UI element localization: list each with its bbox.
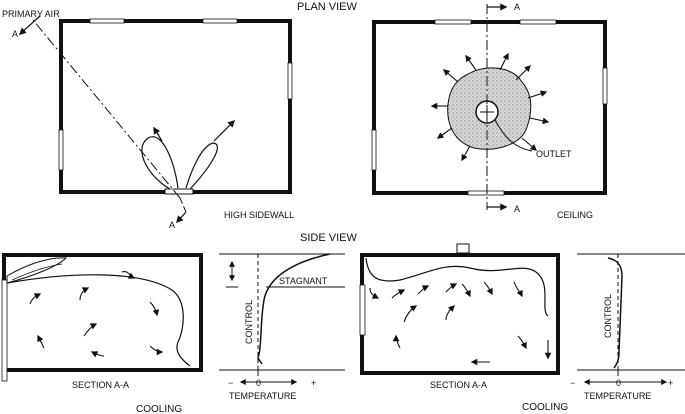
window [467,190,505,196]
control-label: CONTROL [244,300,254,344]
section-ceiling: SECTION A-A COOLING [359,243,568,413]
axis-minus: − [228,378,233,388]
sidewall-outlet [164,188,194,195]
radial-arrow [529,117,550,125]
circulation-arrow [149,301,160,317]
air-jet-right [185,142,219,190]
circulation-arrow [29,293,42,305]
section-aa-label: SECTION A-A [430,380,487,390]
circulation-arrow [417,285,430,295]
section-marker-a: A [12,29,18,39]
window [602,67,608,105]
circulation-arrows [369,281,552,366]
temperature-profile-sidewall: STAGNANT CONTROL − 0 + TEMPERATURE [219,253,345,401]
section-line [32,19,181,199]
circulation-arrow [391,289,406,299]
radial-arrows [430,52,550,162]
cooling-label: COOLING [522,402,568,413]
circulation-arrow [37,334,45,349]
stagnant-label: STAGNANT [279,276,328,286]
jet-arrow [153,126,163,142]
section-arrow [176,211,187,224]
plan-view-title: PLAN VIEW [297,1,358,13]
circulation-arrows [29,271,164,358]
radial-arrow [515,65,531,81]
control-label: CONTROL [603,294,613,338]
radial-arrow [527,90,548,99]
window [434,19,472,25]
radial-arrow [465,54,477,71]
circulation-arrow [513,281,523,298]
temperature-curve [257,253,331,365]
radial-arrow [461,145,471,162]
axis-minus: − [570,378,575,388]
section-high-sidewall: SECTION A-A COOLING [1,253,203,414]
section-aa-label: SECTION A-A [72,380,129,390]
radial-arrow [499,52,509,71]
section-marker-a: A [169,220,175,230]
jet-arrow [213,119,236,142]
window [89,18,125,24]
axis-plus: + [311,378,316,388]
section-marker-a: A [514,2,520,12]
circulation-arrow [369,287,380,299]
window [371,129,377,171]
axis-zero: 0 [256,378,261,388]
ceiling-diffuser [456,243,470,254]
circulation-arrow [90,351,105,358]
circulation-arrow [483,281,493,296]
circulation-arrow [83,323,98,337]
radial-arrow [442,69,459,83]
circulation-arrow [403,305,418,323]
cooling-label: COOLING [136,404,182,414]
window [58,129,64,171]
plan-ceiling: OUTLET A A CEILING [371,2,608,220]
circulation-arrow [121,271,136,279]
temperature-curve [607,257,623,369]
radial-arrow [521,137,538,151]
window-section [359,284,366,336]
window [202,18,238,24]
airflow-curve [365,257,549,317]
temperature-profile-ceiling: CONTROL − 0 + TEMPERATURE [570,253,685,401]
plan-high-sidewall: PRIMARY AIR A A HIGH SIDEWALL [2,9,294,230]
section-line [179,197,187,213]
outlet-leader [494,119,533,152]
primary-air-label: PRIMARY AIR [2,9,60,19]
ceiling-label: CEILING [557,210,593,220]
window-section [1,279,8,382]
window [519,19,557,25]
high-sidewall-label: HIGH SIDEWALL [224,210,294,220]
outlet-label: OUTLET [536,149,572,159]
air-jet-left [141,136,179,190]
circulation-arrow [445,305,455,321]
circulation-arrow [149,345,164,356]
radial-arrow [436,127,453,139]
airflow-curve [6,274,191,367]
section-marker-a: A [514,204,520,214]
circulation-arrow [392,334,401,349]
axis-zero: 0 [616,378,621,388]
circulation-arrow [517,335,527,350]
temperature-label: TEMPERATURE [584,391,651,401]
room-outline [59,19,292,194]
temperature-label: TEMPERATURE [229,391,296,401]
section-arrow [18,15,41,35]
side-view-title: SIDE VIEW [300,232,357,244]
circulation-arrow [461,283,471,298]
circulation-arrow [79,287,90,301]
window [287,62,293,100]
room-section-outline [360,253,560,375]
circulation-arrow [445,283,458,293]
axis-plus: + [668,378,673,388]
air-jet-plume [11,263,63,281]
